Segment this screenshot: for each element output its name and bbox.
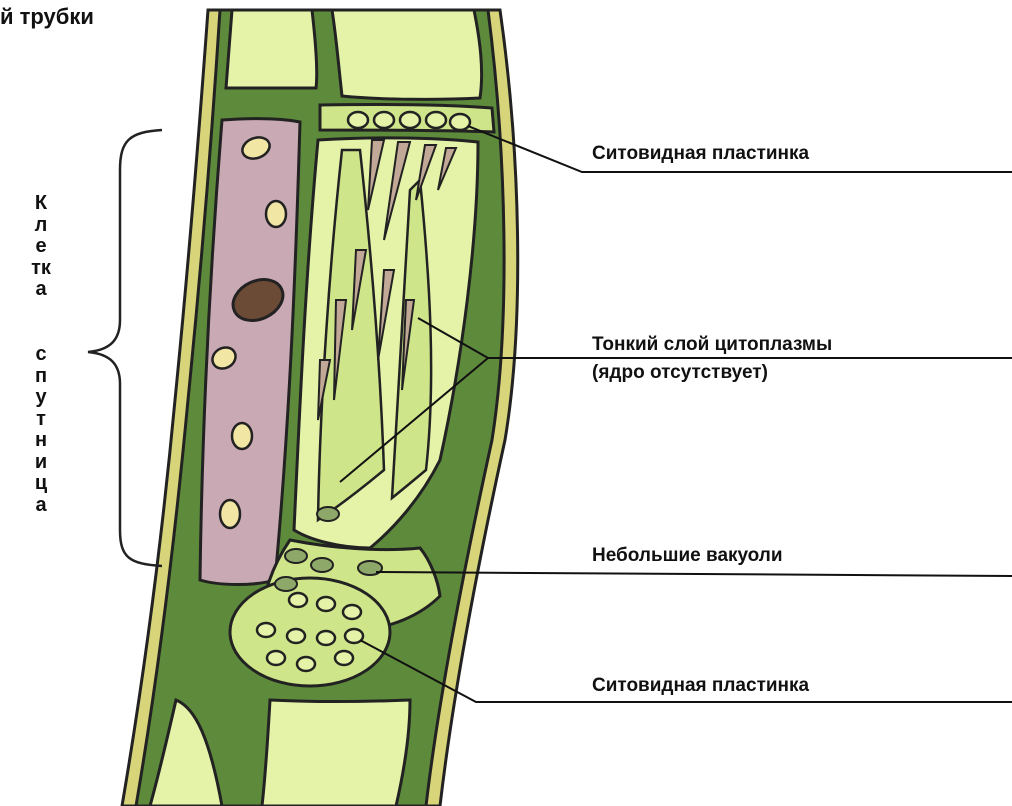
label-vacuoles: Небольшие вакуоли bbox=[592, 545, 783, 567]
sieve-pore bbox=[267, 651, 285, 665]
sieve-pore bbox=[317, 631, 335, 645]
sieve-pore bbox=[426, 112, 446, 128]
top-cell-left bbox=[226, 10, 317, 88]
figure-title: й трубки bbox=[0, 6, 94, 28]
label-no-nucleus: (ядро отсутствует) bbox=[592, 362, 768, 384]
vacuole bbox=[311, 558, 333, 572]
sieve-pore bbox=[374, 112, 394, 128]
vacuole bbox=[317, 507, 339, 521]
sieve-pore bbox=[289, 593, 307, 607]
vacuole bbox=[275, 577, 297, 591]
sieve-pore bbox=[257, 623, 275, 637]
sieve-pore bbox=[317, 597, 335, 611]
top-cell-right bbox=[332, 10, 482, 99]
sieve-pore bbox=[297, 657, 315, 671]
sieve-pore bbox=[400, 112, 420, 128]
vacuole bbox=[285, 549, 307, 563]
label-sieve-plate-top: Ситовидная пластинка bbox=[592, 143, 809, 165]
sieve-pore bbox=[343, 605, 361, 619]
sieve-pore bbox=[287, 629, 305, 643]
sieve-pore bbox=[335, 651, 353, 665]
companion-cell-label-word1: Клетка bbox=[31, 193, 51, 301]
label-cytoplasm: Тонкий слой цитоплазмы bbox=[592, 334, 832, 356]
plastid bbox=[220, 500, 240, 528]
sieve-pore bbox=[450, 114, 470, 130]
plastid bbox=[266, 201, 286, 227]
companion-cell-label-word2: спутница bbox=[31, 344, 51, 516]
plastid bbox=[232, 423, 252, 449]
bottom-cell-right bbox=[262, 700, 410, 806]
companion-cell-brace bbox=[88, 130, 162, 566]
label-sieve-plate-bottom: Ситовидная пластинка bbox=[592, 675, 809, 697]
sieve-pore bbox=[348, 112, 368, 128]
